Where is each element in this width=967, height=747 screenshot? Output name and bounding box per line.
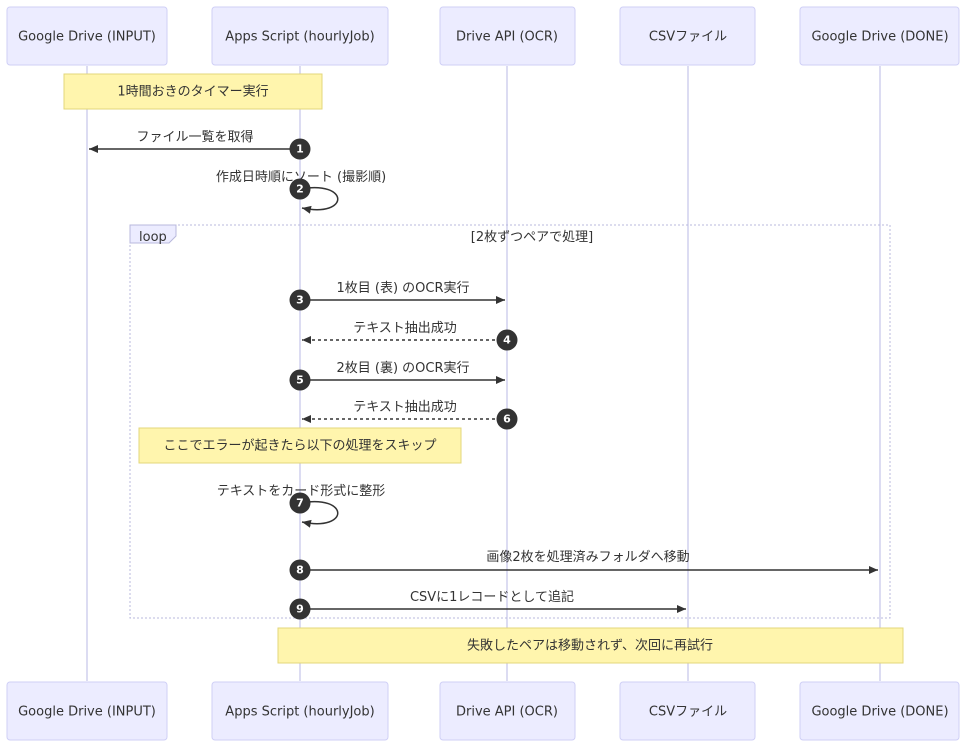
note-timer: 1時間おきのタイマー実行: [63, 73, 323, 110]
loop-label: loop: [139, 230, 167, 245]
actor-top-done: Google Drive (DONE): [799, 6, 960, 66]
sequence-number: 4: [503, 334, 511, 347]
sequence-number-badge: [289, 598, 311, 620]
message-2: 作成日時順にソート (撮影順) 2: [216, 169, 386, 214]
loop-title: [2枚ずつペアで処理]: [471, 230, 593, 245]
sequence-number-badge: [496, 408, 518, 430]
actor-label: Apps Script (hourlyJob): [225, 705, 374, 720]
sequence-number-badge: [289, 178, 311, 200]
loop-frame: loop [2枚ずつペアで処理]: [129, 224, 891, 619]
sequence-number-badge: [289, 492, 311, 514]
actor-label: Apps Script (hourlyJob): [225, 30, 374, 45]
sequence-number: 5: [296, 374, 304, 387]
actor-label: CSVファイル: [649, 30, 727, 45]
loop-tag: [129, 224, 177, 244]
note-text: 失敗したペアは移動されず、次回に再試行: [467, 638, 713, 654]
actor-label: Google Drive (INPUT): [18, 30, 156, 45]
actor-label: Google Drive (DONE): [811, 30, 948, 45]
sequence-number: 8: [296, 564, 304, 577]
message-4: テキスト抽出成功 4: [302, 321, 518, 351]
note-text: ここでエラーが起きたら以下の処理をスキップ: [163, 439, 436, 454]
message-label: CSVに1レコードとして追記: [410, 589, 574, 605]
sequence-number: 3: [296, 294, 304, 307]
actor-top-gas: Apps Script (hourlyJob): [211, 6, 389, 66]
message-label: 2枚目 (裏) のOCR実行: [336, 360, 469, 376]
message-label: 作成日時順にソート (撮影順): [216, 169, 386, 185]
sequence-number-badge: [289, 559, 311, 581]
actor-top-csv: CSVファイル: [619, 6, 756, 66]
actor-label: Drive API (OCR): [456, 30, 558, 45]
message-label: テキスト抽出成功: [353, 321, 457, 336]
sequence-number: 1: [296, 143, 304, 156]
message-7: テキストをカード形式に整形 7: [217, 484, 386, 528]
message-label: テキスト抽出成功: [353, 400, 457, 415]
actor-bottom-ocr: Drive API (OCR): [439, 681, 576, 741]
note-skip: ここでエラーが起きたら以下の処理をスキップ: [138, 427, 462, 464]
actor-top-ocr: Drive API (OCR): [439, 6, 576, 66]
actor-bottom-input: Google Drive (INPUT): [6, 681, 168, 741]
actor-bottom-done: Google Drive (DONE): [799, 681, 960, 741]
message-1: ファイル一覧を取得 1: [89, 129, 311, 160]
message-5: 2枚目 (裏) のOCR実行 5: [289, 360, 505, 391]
actor-bottom-gas: Apps Script (hourlyJob): [211, 681, 389, 741]
message-3: 1枚目 (表) のOCR実行 3: [289, 280, 505, 311]
actor-label: Drive API (OCR): [456, 705, 558, 720]
sequence-number: 6: [503, 413, 511, 426]
message-label: 画像2枚を処理済みフォルダへ移動: [486, 549, 689, 565]
sequence-number-badge: [289, 138, 311, 160]
actor-label: CSVファイル: [649, 705, 727, 720]
actor-top-input: Google Drive (INPUT): [6, 6, 168, 66]
actor-label: Google Drive (INPUT): [18, 705, 156, 720]
message-arrow: [299, 500, 339, 528]
sequence-number: 7: [296, 497, 304, 510]
message-label: 1枚目 (表) のOCR実行: [336, 280, 469, 296]
actor-label: Google Drive (DONE): [811, 705, 948, 720]
message-arrow: [299, 186, 339, 214]
message-6: テキスト抽出成功 6: [302, 400, 518, 430]
message-9: CSVに1レコードとして追記 9: [289, 589, 686, 620]
actor-bottom-csv: CSVファイル: [619, 681, 756, 741]
sequence-number-badge: [289, 369, 311, 391]
sequence-number: 9: [296, 603, 304, 616]
sequence-number-badge: [289, 289, 311, 311]
sequence-number-badge: [496, 329, 518, 351]
message-8: 画像2枚を処理済みフォルダへ移動 8: [289, 549, 878, 581]
message-label: ファイル一覧を取得: [136, 129, 253, 145]
note-retry: 失敗したペアは移動されず、次回に再試行: [277, 627, 904, 664]
message-label: テキストをカード形式に整形: [217, 484, 386, 499]
sequence-number: 2: [296, 183, 304, 196]
note-text: 1時間おきのタイマー実行: [117, 84, 268, 100]
